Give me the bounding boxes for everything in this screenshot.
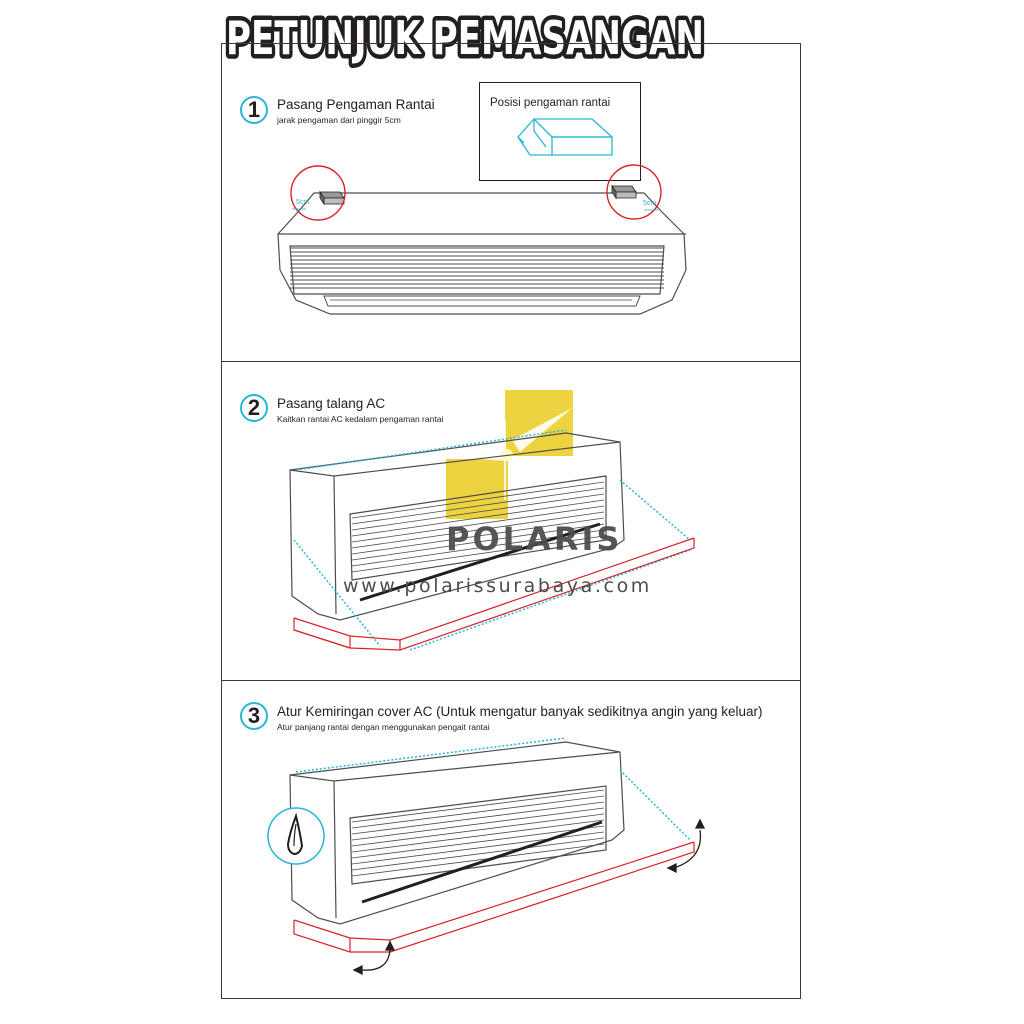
position-detail-box: Posisi pengaman rantai xyxy=(479,82,641,181)
chain-guard-icon xyxy=(517,118,613,156)
measurement-left-label: 5cm xyxy=(296,199,309,206)
step-3-ac-unit xyxy=(289,741,625,925)
measurement-right-label: 5cm xyxy=(643,200,656,207)
adjust-arrow-right-icon xyxy=(666,818,706,874)
step-3-chain-lines xyxy=(295,737,691,841)
step-2-tray xyxy=(293,537,695,651)
step-1-title: Pasang Pengaman Rantai xyxy=(277,97,435,112)
step-1-subtitle: jarak pengaman dari pinggir 5cm xyxy=(277,115,401,125)
step-3-number-badge: 3 xyxy=(240,702,268,730)
chain-guard-left xyxy=(319,190,345,206)
section-divider xyxy=(221,680,801,681)
chain-hook-icon xyxy=(267,807,325,865)
page-title: PETUNJUK PEMASANGAN xyxy=(222,2,722,72)
step-2-number-badge: 2 xyxy=(240,394,268,422)
watermark-brand: POLARIS xyxy=(446,520,623,558)
adjust-arrow-left-icon xyxy=(352,940,396,976)
position-detail-label: Posisi pengaman rantai xyxy=(490,97,611,109)
step-3-subtitle: Atur panjang rantai dengan menggunakan p… xyxy=(277,722,490,732)
watermark-sparkle xyxy=(439,390,573,519)
chain-guard-right xyxy=(611,184,637,200)
watermark-url: www.polarissurabaya.com xyxy=(343,575,652,597)
zoom-circle-right xyxy=(606,164,662,220)
zoom-circle-left xyxy=(290,165,346,221)
step-2-subtitle: Kaitkan rantai AC kedalam pengaman ranta… xyxy=(277,414,444,424)
page-title-text: PETUNJUK PEMASANGAN xyxy=(226,11,704,65)
section-divider xyxy=(221,361,801,362)
step-3-title: Atur Kemiringan cover AC (Untuk mengatur… xyxy=(277,704,763,719)
step-1-number-badge: 1 xyxy=(240,96,268,124)
step-2-ac-unit xyxy=(289,432,625,621)
step-2-chain-lines xyxy=(293,429,691,651)
step-2-title: Pasang talang AC xyxy=(277,396,386,411)
instruction-frame xyxy=(221,43,801,999)
step-1-ac-unit xyxy=(277,192,687,315)
